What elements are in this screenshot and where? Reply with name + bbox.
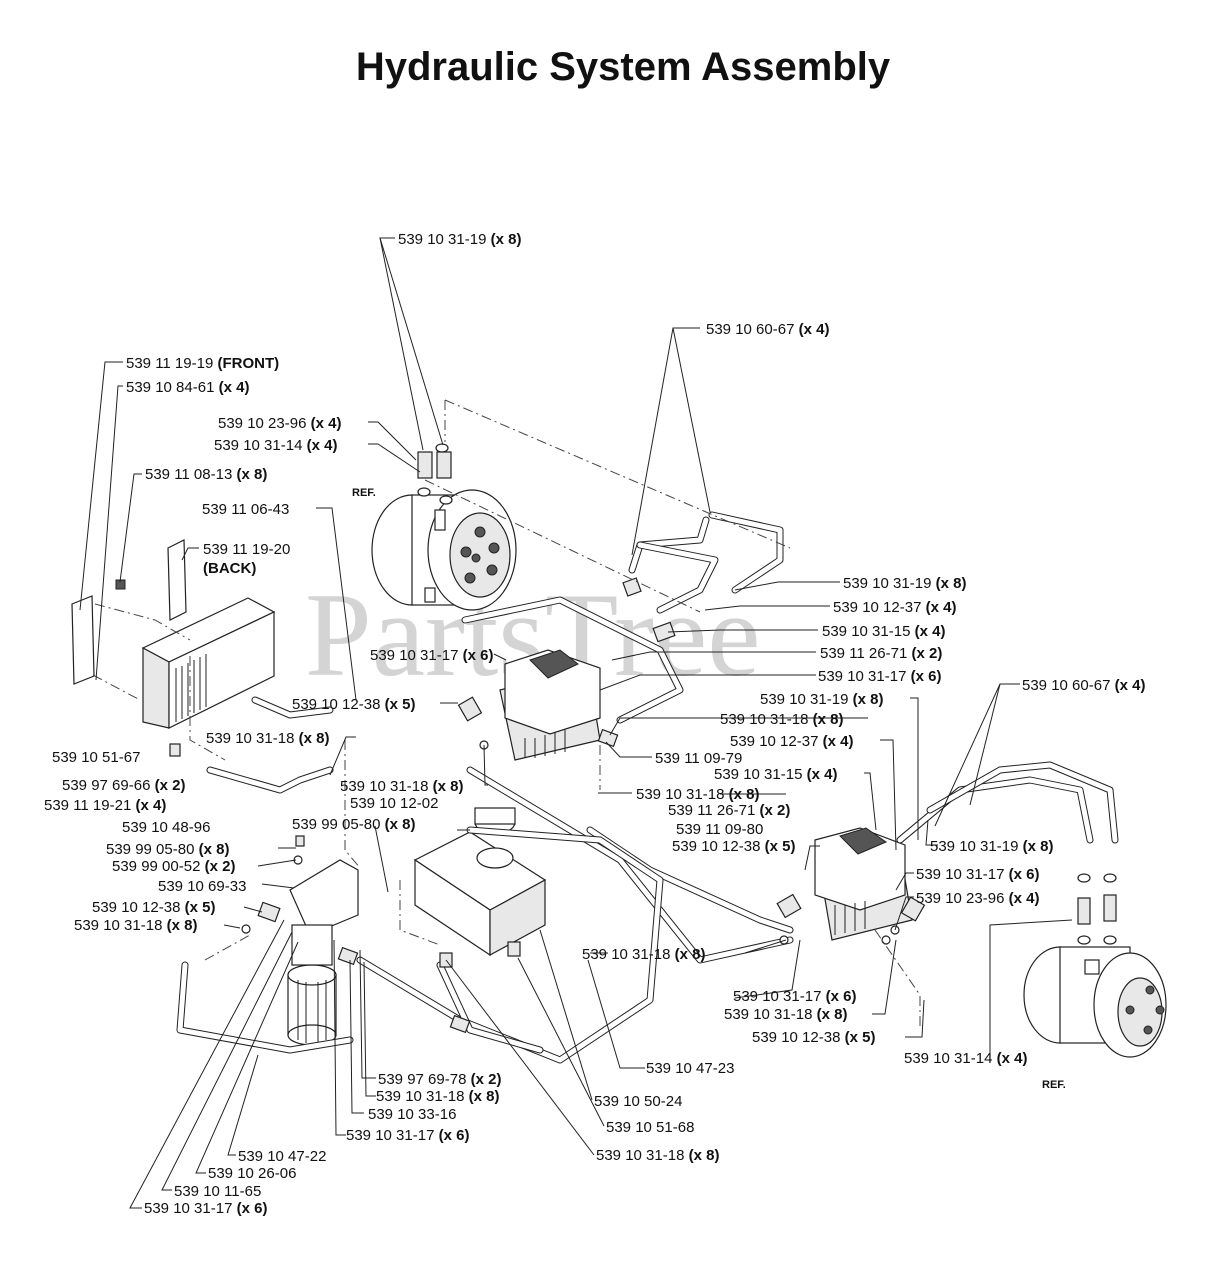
filter-bracket — [289, 859, 359, 936]
callout-label: 539 10 60-67 (x 4) — [1022, 677, 1145, 694]
callout-label: 539 10 31-18 (x 8) — [376, 1088, 499, 1105]
wheel-motor-right — [1023, 946, 1167, 1058]
callout-label: 539 10 12-38 (x 5) — [92, 899, 215, 916]
callout-label: 539 10 31-17 (x 6) — [370, 647, 493, 664]
callout-label: 539 10 69-33 — [158, 878, 246, 895]
leader-lines — [79, 237, 1073, 1209]
callout-label: 539 10 31-15 (x 4) — [714, 766, 837, 783]
ref-label-left: REF. — [352, 487, 376, 499]
callout-label: 539 10 31-17 (x 6) — [733, 988, 856, 1005]
callout-label: 539 11 09-80 — [676, 821, 763, 838]
callout-label: 539 10 12-37 (x 4) — [730, 733, 853, 750]
callout-label: 539 10 31-17 (x 6) — [144, 1200, 267, 1217]
callout-label: 539 11 19-20 — [203, 541, 290, 558]
ref-label-right: REF. — [1042, 1079, 1066, 1091]
callout-label: 539 10 23-96 (x 4) — [916, 890, 1039, 907]
callout-label: 539 10 11-65 — [174, 1183, 261, 1200]
callout-label: 539 11 09-79 — [655, 750, 742, 767]
callout-label: 539 11 08-13 (x 8) — [145, 466, 267, 483]
callout-label: 539 10 31-18 (x 8) — [74, 917, 197, 934]
callout-label: 539 10 31-15 (x 4) — [822, 623, 945, 640]
callout-label: 539 10 50-24 — [594, 1093, 682, 1110]
callout-label: 539 99 00-52 (x 2) — [112, 858, 235, 875]
callout-label: 539 10 31-19 (x 8) — [930, 838, 1053, 855]
oil-filter — [287, 924, 337, 1046]
callout-label: 539 10 60-67 (x 4) — [706, 321, 829, 338]
callout-label: 539 10 47-22 — [238, 1148, 326, 1165]
callout-label: 539 10 31-18 (x 8) — [582, 946, 705, 963]
callout-label: 539 10 12-38 (x 5) — [292, 696, 415, 713]
callout-label: 539 10 12-38 (x 5) — [752, 1029, 875, 1046]
pump-right — [814, 827, 913, 941]
callout-label: 539 10 31-19 (x 8) — [398, 231, 521, 248]
page-title: Hydraulic System Assembly — [356, 45, 891, 89]
callout-label: 539 97 69-78 (x 2) — [378, 1071, 501, 1088]
callout-label: 539 10 51-68 — [606, 1119, 694, 1136]
callout-label: 539 10 12-37 (x 4) — [833, 599, 956, 616]
wheel-motor-left — [371, 489, 517, 611]
callout-label: 539 97 69-66 (x 2) — [62, 777, 185, 794]
callout-label: 539 10 31-18 (x 8) — [596, 1147, 719, 1164]
callout-label: 539 11 06-43 — [202, 501, 289, 518]
callout-label: 539 10 31-14 (x 4) — [904, 1050, 1027, 1067]
hydraulic-reservoir — [413, 807, 547, 957]
callout-label: 539 11 26-71 (x 2) — [820, 645, 942, 662]
callout-label: 539 10 31-17 (x 6) — [916, 866, 1039, 883]
callout-label: 539 99 05-80 (x 8) — [292, 816, 415, 833]
callout-label: 539 10 12-02 — [350, 795, 438, 812]
callout-label: 539 10 31-18 (x 8) — [340, 778, 463, 795]
callout-label: 539 10 31-19 (x 8) — [843, 575, 966, 592]
callout-label: 539 10 48-96 — [122, 819, 210, 836]
callout-label: 539 10 31-19 (x 8) — [760, 691, 883, 708]
back-bracket — [167, 539, 187, 621]
callout-label: 539 10 31-18 (x 8) — [720, 711, 843, 728]
oil-cooler — [141, 597, 276, 729]
callout-label: 539 10 33-16 — [368, 1106, 456, 1123]
callout-label: 539 10 26-06 — [208, 1165, 296, 1182]
callout-label: 539 11 19-19 (FRONT) — [126, 355, 279, 372]
callout-label: 539 11 19-21 (x 4) — [44, 797, 166, 814]
callout-label: 539 10 31-18 (x 8) — [206, 730, 329, 747]
callout-label: 539 10 31-14 (x 4) — [214, 437, 337, 454]
front-bracket — [71, 595, 95, 685]
callout-label: 539 10 31-17 (x 6) — [818, 668, 941, 685]
callout-label: (BACK) — [203, 560, 256, 577]
callout-labels: 539 10 31-19 (x 8) 539 10 60-67 (x 4) 53… — [44, 231, 1145, 1217]
callout-label: 539 10 12-38 (x 5) — [672, 838, 795, 855]
callout-label: 539 11 26-71 (x 2) — [668, 802, 790, 819]
callout-label: 539 10 51-67 — [52, 749, 140, 766]
callout-label: 539 99 05-80 (x 8) — [106, 841, 229, 858]
pump-left — [499, 649, 601, 761]
callout-label: 539 10 31-18 (x 8) — [724, 1006, 847, 1023]
callout-label: 539 10 23-96 (x 4) — [218, 415, 341, 432]
callout-label: 539 10 84-61 (x 4) — [126, 379, 249, 396]
parts-drawing — [71, 399, 1167, 1064]
callout-label: 539 10 31-18 (x 8) — [636, 786, 759, 803]
callout-label: 539 10 31-17 (x 6) — [346, 1127, 469, 1144]
callout-label: 539 10 47-23 — [646, 1060, 734, 1077]
